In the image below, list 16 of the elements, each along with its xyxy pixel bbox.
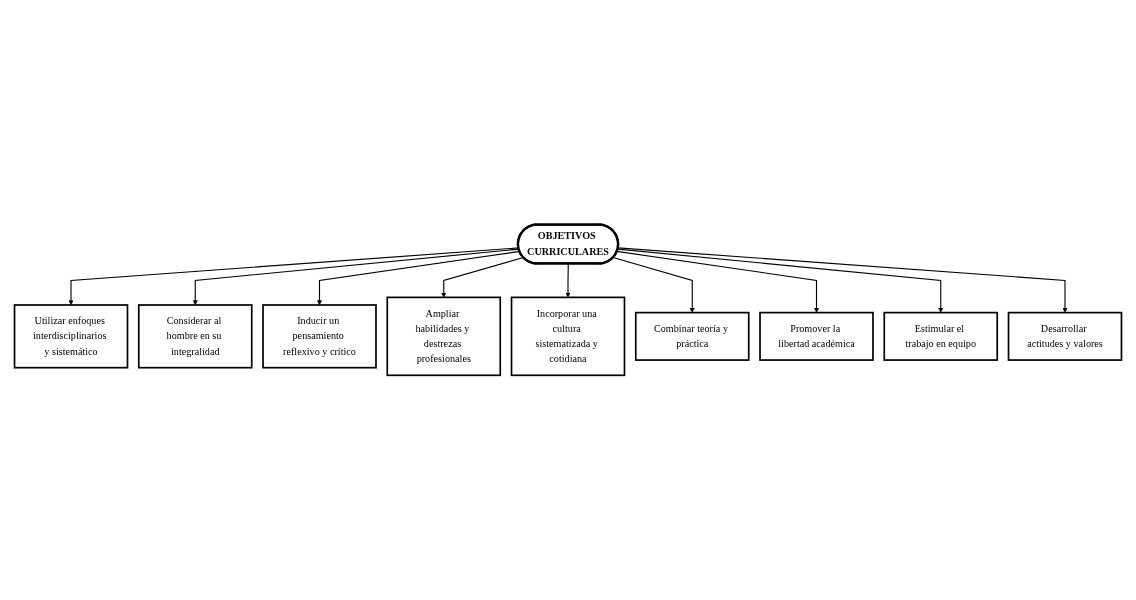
arrow	[616, 250, 819, 313]
node-box: Combinar teoría y práctica	[634, 311, 750, 361]
node-box: Ampliar habilidades y destrezas profesionales	[386, 296, 502, 377]
arrow	[192, 248, 520, 306]
arrow	[68, 247, 520, 306]
arrow	[441, 256, 524, 298]
node-box: Estimular el trabajo en equipo	[883, 311, 999, 361]
arrow	[617, 248, 944, 313]
node-box: Promover la libertad académica	[759, 311, 874, 361]
node-box: Inducir un pensamiento reflexivo y crítico	[262, 304, 377, 369]
node-box: Utilizar enfoques interdisciplinarios y sistemático	[13, 304, 129, 369]
node-box: Considerar al hombre en su integralidad	[137, 304, 253, 369]
node-box: Incorporar una cultura sistematizada y cotidiana	[510, 296, 626, 377]
arrow	[617, 247, 1068, 313]
arrow	[565, 263, 571, 298]
node-box: Desarrollar actitudes y valores	[1007, 311, 1123, 361]
